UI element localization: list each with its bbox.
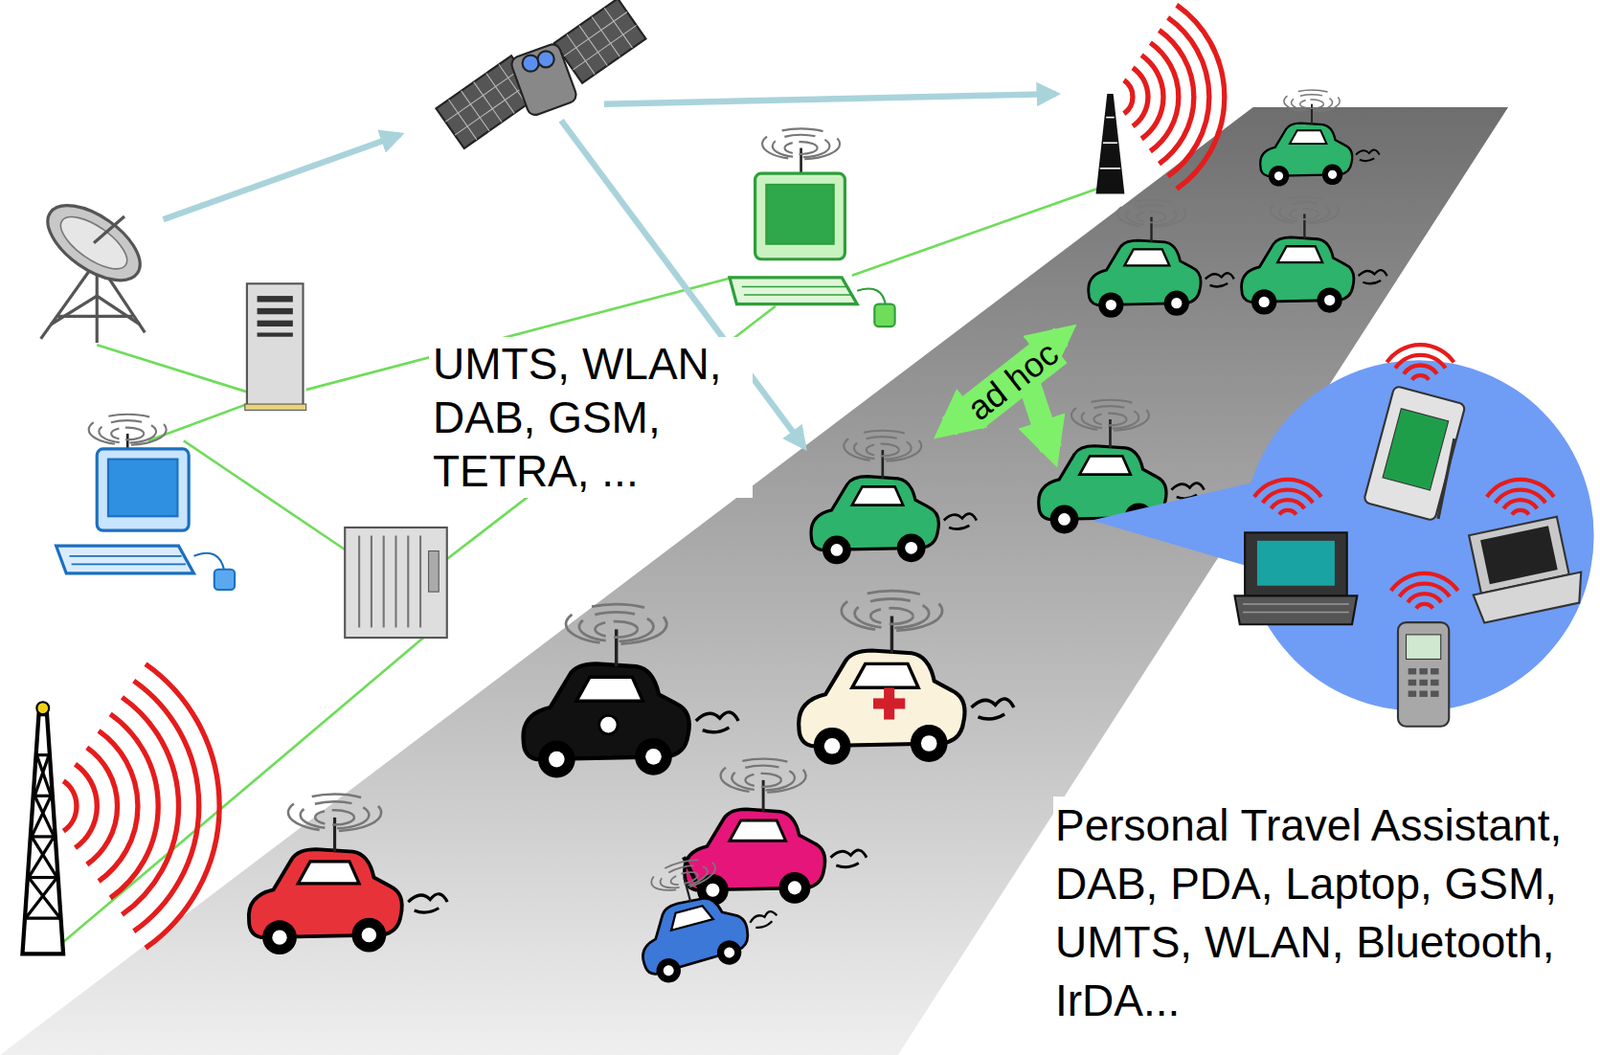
- device-list: Personal Travel Assistant, DAB, PDA, Lap…: [1053, 796, 1590, 1031]
- radio-tower: [1096, 4, 1225, 194]
- desktop-computer: [56, 414, 235, 590]
- server: [245, 283, 307, 410]
- radio-tower: [22, 664, 220, 955]
- device-callout: [1091, 344, 1594, 727]
- satellite-dish: [35, 190, 154, 343]
- satellite: [435, 0, 646, 149]
- network-list: UMTS, WLAN, DAB, GSM, TETRA, ...: [428, 337, 753, 498]
- switch-rack: [344, 527, 448, 638]
- desktop-computer: [729, 128, 896, 327]
